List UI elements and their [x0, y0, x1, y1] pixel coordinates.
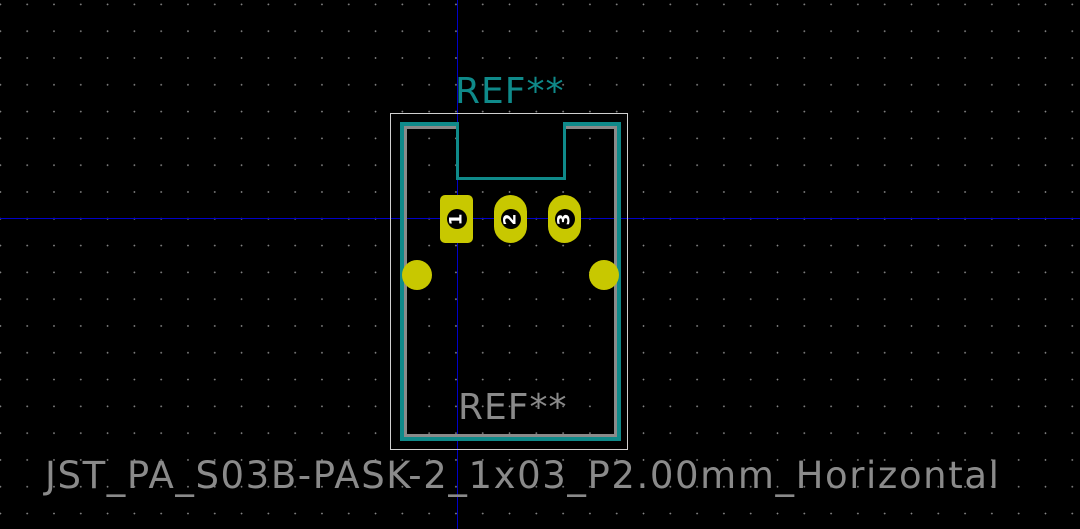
pad-3[interactable]: 3	[548, 195, 581, 243]
footprint-value[interactable]: JST_PA_S03B-PASK-2_1x03_P2.00mm_Horizont…	[45, 454, 1001, 497]
drill-hole	[554, 209, 575, 229]
pad-number: 1	[446, 213, 466, 225]
pad-number: 3	[554, 213, 574, 225]
reference-designator-fab[interactable]: REF**	[458, 387, 568, 428]
pad-1[interactable]: 1	[440, 195, 473, 243]
drill-hole	[446, 209, 467, 229]
drill-hole	[500, 209, 521, 229]
silkscreen-notch[interactable]	[456, 122, 566, 180]
crosshair-vertical	[457, 0, 458, 529]
pad-number: 2	[500, 213, 520, 225]
mounting-pad-left[interactable]	[402, 260, 432, 290]
reference-designator-silk[interactable]: REF**	[455, 71, 565, 112]
courtyard-outline[interactable]	[390, 113, 628, 450]
crosshair-horizontal	[0, 218, 1080, 219]
mounting-pad-right[interactable]	[589, 260, 619, 290]
pad-2[interactable]: 2	[494, 195, 527, 243]
